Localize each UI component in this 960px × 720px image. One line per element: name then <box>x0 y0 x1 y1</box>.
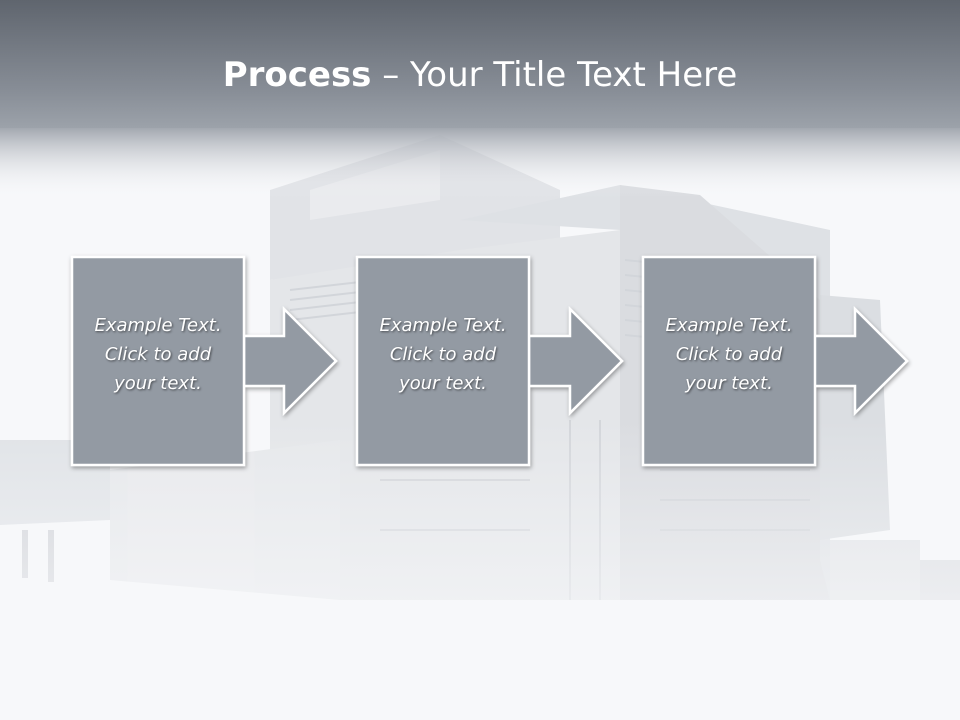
slide-title-bold: Process <box>222 55 372 95</box>
process-step-3 <box>641 255 909 467</box>
step-box <box>355 255 531 467</box>
arrow-icon <box>527 305 624 417</box>
step-1-text[interactable]: Example Text. Click to add your text. <box>94 315 222 394</box>
step-box <box>70 255 246 467</box>
step-2-text[interactable]: Example Text. Click to add your text. <box>379 315 507 394</box>
step-box <box>641 255 817 467</box>
process-step-1 <box>70 255 338 467</box>
arrow-icon <box>242 305 338 417</box>
arrow-icon <box>812 305 909 417</box>
slide-title: Process – Your Title Text Here <box>0 50 960 100</box>
process-step-2 <box>355 255 624 467</box>
slide-title-rest: – Your Title Text Here <box>371 55 738 95</box>
step-3-text[interactable]: Example Text. Click to add your text. <box>665 315 793 394</box>
